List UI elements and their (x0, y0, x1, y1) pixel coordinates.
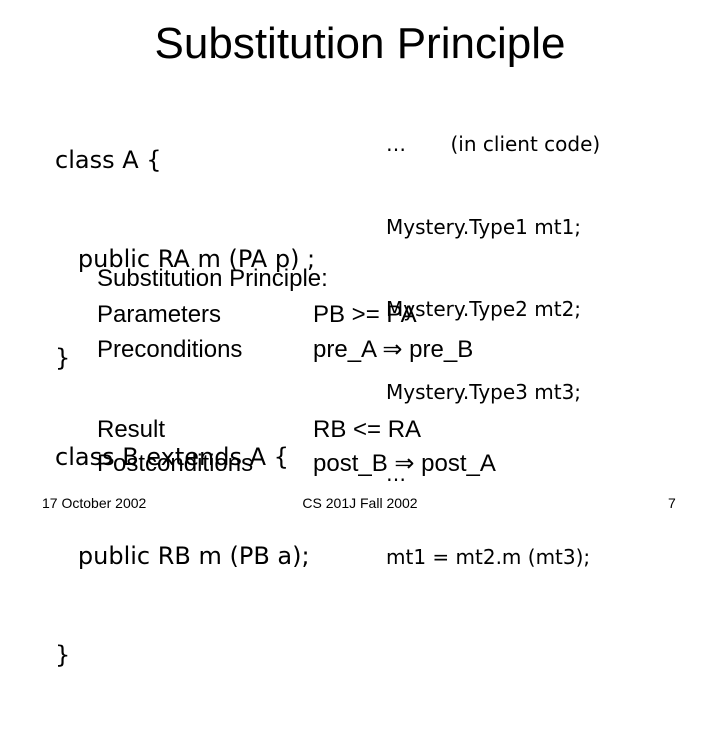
client-code-line: … (in client code) (386, 132, 601, 156)
principle-value: post_B ⇒ post_A (313, 450, 496, 477)
principle-label: Parameters (97, 301, 222, 328)
principle-row-preconditions: Preconditions pre_A ⇒ pre_B (97, 333, 473, 367)
code-line: class A { (55, 146, 162, 174)
principle-label: Result (97, 416, 166, 443)
slide-title: Substitution Principle (154, 19, 566, 68)
code-line: public RA m (PA p) ; (55, 245, 316, 273)
principle-row-postconditions: Postconditions post_B ⇒ post_A (97, 447, 496, 481)
footer-course: CS 201J Fall 2002 (302, 495, 418, 511)
principle-value: RB <= RA (313, 416, 422, 443)
principle-value: PB >= PA (313, 301, 417, 328)
class-definition-code: class A { public RA m (PA p) ; } class B… (55, 78, 315, 738)
principle-row-result: Result RB <= RA (97, 413, 421, 447)
code-line: public RB m (PB a); (55, 542, 310, 570)
principle-value: pre_A ⇒ pre_B (313, 336, 474, 363)
page-number: 7 (668, 495, 676, 511)
client-code-line: Mystery.Type2 mt2; (386, 297, 582, 321)
client-code-line: mt1 = mt2.m (mt3); (386, 544, 591, 569)
principle-label: Postconditions (97, 450, 254, 477)
client-code-line: … (386, 462, 406, 486)
principle-row-parameters: Parameters PB >= PA (97, 298, 417, 332)
code-line: class B extends A { (55, 443, 289, 471)
code-line: } (55, 641, 71, 669)
principle-heading: Substitution Principle: (97, 265, 328, 292)
footer-date: 17 October 2002 (42, 495, 147, 511)
code-line: } (55, 344, 71, 372)
client-code-line: Mystery.Type3 mt3; (386, 379, 582, 404)
client-code-line: Mystery.Type1 mt1; (386, 214, 582, 239)
principle-label: Preconditions (97, 336, 243, 363)
